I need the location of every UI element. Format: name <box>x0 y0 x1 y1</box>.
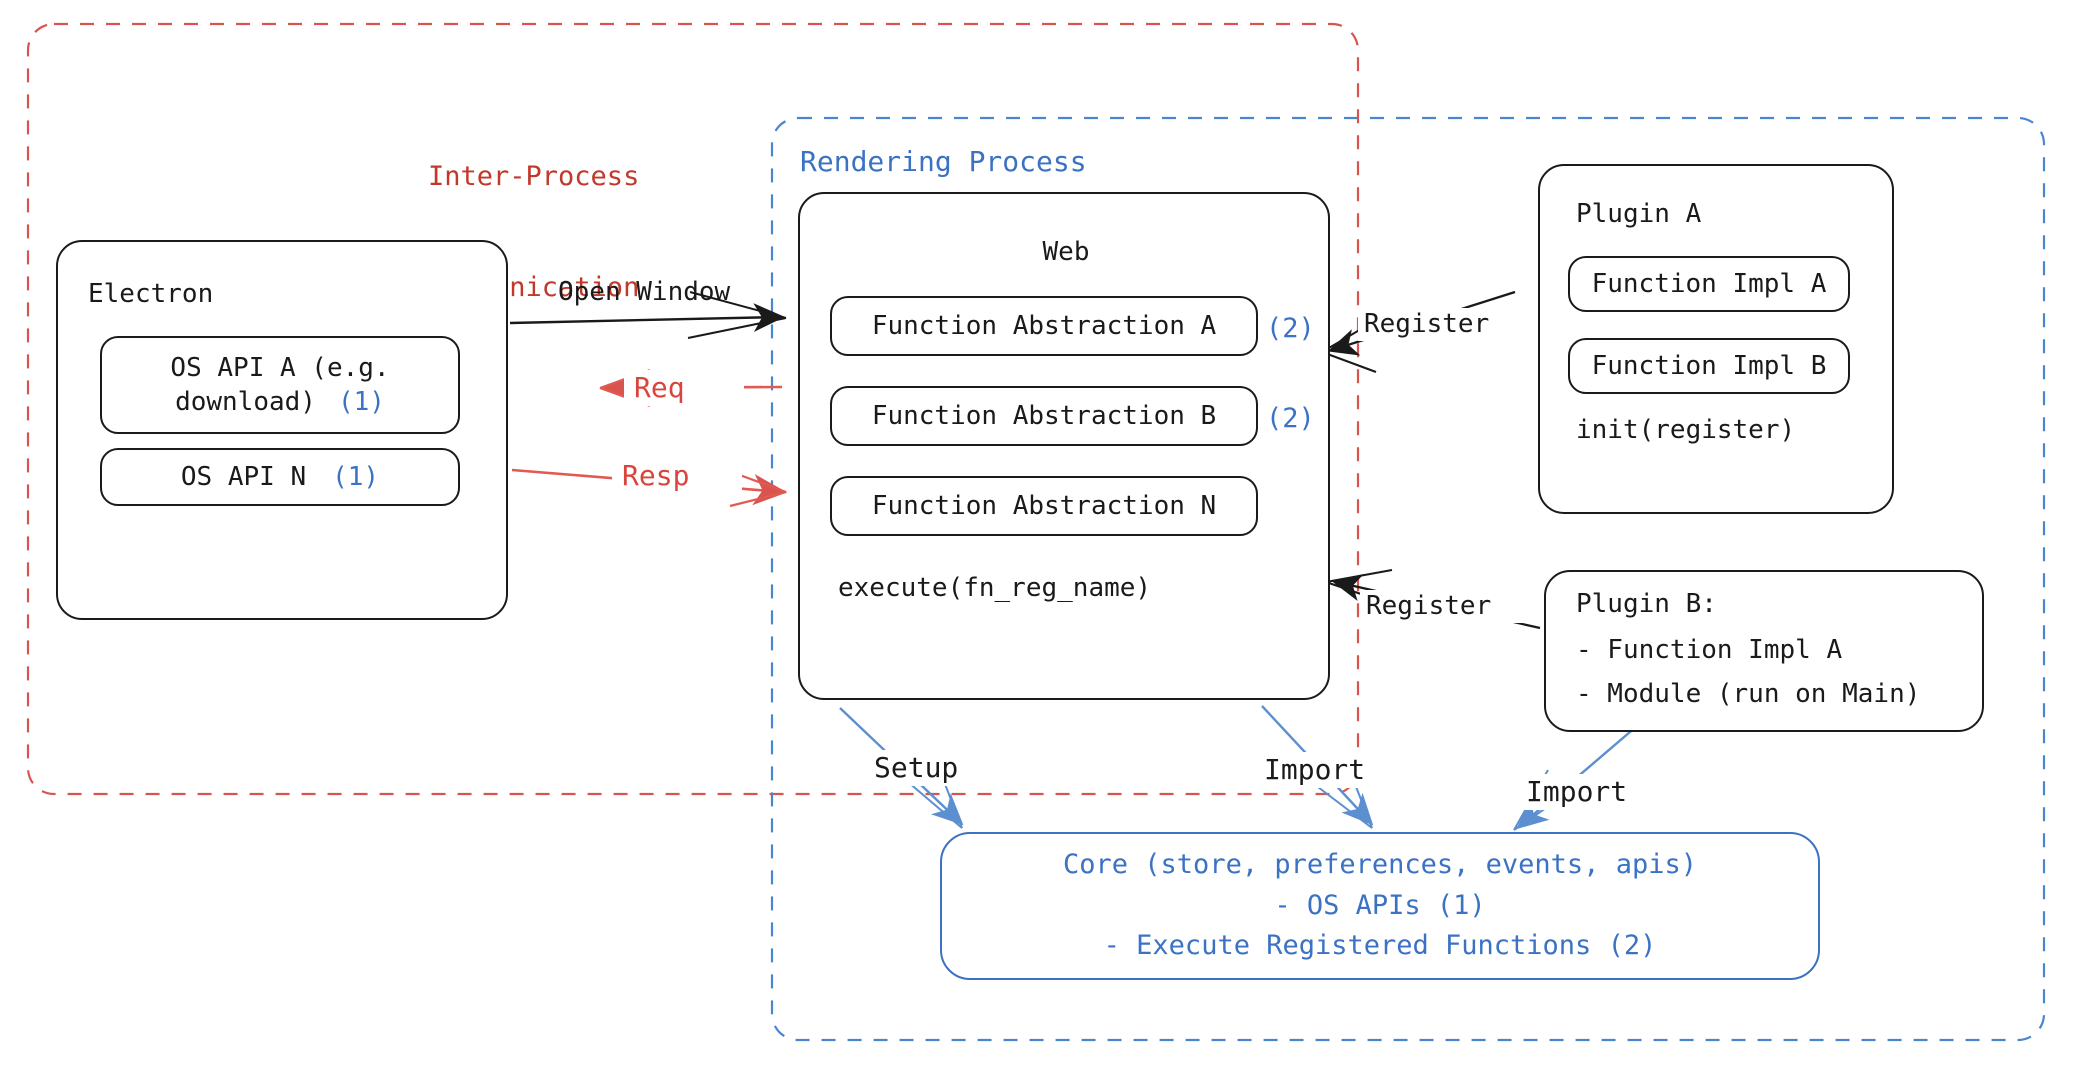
os-api-a-label-line-2-text: download) <box>175 387 316 417</box>
register-top-edge-label: Register <box>1358 308 1538 342</box>
core-line-2: - OS APIs (1) <box>1274 889 1486 921</box>
function-abstraction-n-label: Function Abstraction N <box>871 491 1217 521</box>
plugin-a-function-impl-b-box[interactable]: Function Impl B <box>1568 338 1850 394</box>
plugin-b-item-1: - Module (run on Main) <box>1576 679 1921 709</box>
function-abstraction-a-marker: (2) <box>1266 313 1315 344</box>
web-title: Web <box>1042 237 1090 267</box>
req-edge-label: Req <box>624 370 744 406</box>
plugin-a-box[interactable]: Plugin A Function Impl A Function Impl B… <box>1538 164 1894 514</box>
core-line-3: - Execute Registered Functions (2) <box>1103 930 1657 962</box>
core-line-1: Core (store, preferences, events, apis) <box>1063 849 1697 881</box>
function-abstraction-b-box[interactable]: Function Abstraction B <box>830 386 1258 446</box>
os-api-a-marker: (1) <box>337 387 385 417</box>
register-bottom-edge-label: Register <box>1360 590 1540 624</box>
os-api-n-label-text: OS API N <box>180 462 307 492</box>
web-execute-label: execute(fn_reg_name) <box>838 573 1152 603</box>
core-box[interactable]: Core (store, preferences, events, apis) … <box>940 832 1820 980</box>
plugin-a-function-impl-a-box[interactable]: Function Impl A <box>1568 256 1850 312</box>
os-api-n-marker: (1) <box>332 462 380 492</box>
os-api-n-label: OS API N (1) <box>181 462 379 492</box>
function-abstraction-b-marker: (2) <box>1266 403 1315 434</box>
setup-edge-label: Setup <box>868 750 1008 786</box>
import-plugin-edge-label: Import <box>1520 774 1670 810</box>
resp-edge-label: Resp <box>612 458 742 494</box>
plugin-a-function-impl-a-label: Function Impl A <box>1591 269 1827 299</box>
electron-box[interactable]: Electron OS API A (e.g. download) (1) OS … <box>56 240 508 620</box>
ipc-title-line-1: Inter-Process <box>428 161 640 193</box>
function-abstraction-n-box[interactable]: Function Abstraction N <box>830 476 1258 536</box>
plugin-b-box[interactable]: Plugin B: - Function Impl A - Module (ru… <box>1544 570 1984 732</box>
electron-title: Electron <box>88 279 214 309</box>
plugin-a-title: Plugin A <box>1576 199 1702 229</box>
os-api-n-box[interactable]: OS API N (1) <box>100 448 460 506</box>
os-api-a-label-line-1: OS API A (e.g. <box>170 352 390 383</box>
function-abstraction-b-label: Function Abstraction B <box>871 401 1217 431</box>
plugin-a-function-impl-b-label: Function Impl B <box>1591 351 1827 381</box>
plugin-a-init-label: init(register) <box>1576 415 1796 445</box>
function-abstraction-a-label: Function Abstraction A <box>871 311 1217 341</box>
plugin-b-title: Plugin B: <box>1576 589 1717 619</box>
plugin-b-item-0: - Function Impl A <box>1576 635 1843 665</box>
os-api-a-box[interactable]: OS API A (e.g. download) (1) <box>100 336 460 434</box>
function-abstraction-a-box[interactable]: Function Abstraction A <box>830 296 1258 356</box>
rendering-container-title: Rendering Process <box>800 145 1087 178</box>
open-window-edge-label: Open Window <box>558 277 731 307</box>
os-api-a-label-line-2: download) (1) <box>175 385 385 419</box>
web-box[interactable]: Web Function Abstraction A (2) Function … <box>798 192 1330 700</box>
import-web-edge-label: Import <box>1258 752 1408 788</box>
